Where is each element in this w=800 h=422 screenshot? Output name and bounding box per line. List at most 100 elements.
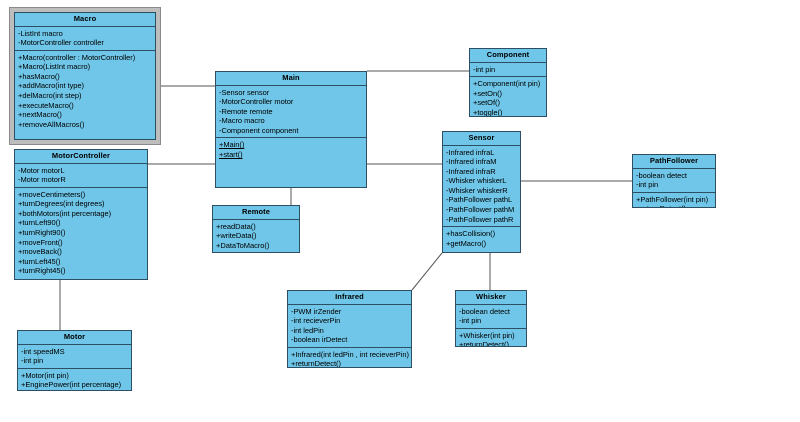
attribute-row[interactable]: -int pin: [473, 64, 496, 74]
attribute-row[interactable]: -int pin: [636, 180, 659, 190]
operation-row[interactable]: +writeData(): [216, 231, 257, 241]
attribute-row[interactable]: -Motor motorR: [18, 175, 66, 185]
operation-row[interactable]: +nextMacro(): [18, 110, 62, 120]
class-box-macro[interactable]: Macro-ListInt macro-MotorController cont…: [14, 12, 156, 140]
attribute-row[interactable]: -MotorController controller: [18, 38, 104, 48]
operation-row[interactable]: +removeAllMacros(): [18, 119, 85, 129]
class-box-component[interactable]: Component-int pin+Component(int pin)+set…: [469, 48, 547, 117]
operations-compartment-main: +Main()+start(): [216, 138, 366, 187]
attributes-compartment-motorcontroller: -Motor motorL-Motor motorR: [15, 164, 147, 188]
operation-row[interactable]: +bothMotors(int percentage): [18, 208, 112, 218]
attributes-compartment-motor: -int speedMS-int pin: [18, 345, 131, 369]
attribute-row[interactable]: -boolean detect: [459, 306, 510, 316]
operation-row[interactable]: +Motor(int pin): [21, 370, 69, 380]
class-box-whisker[interactable]: Whisker-boolean detect-int pin+Whisker(i…: [455, 290, 527, 347]
attribute-row[interactable]: -ListInt macro: [18, 28, 63, 38]
operation-row[interactable]: +Main(): [219, 140, 245, 150]
operation-row[interactable]: +getMacro(): [446, 238, 487, 248]
class-name-macro: Macro: [15, 13, 155, 27]
operations-compartment-component: +Component(int pin)+setOn()+setOf()+togg…: [470, 77, 546, 117]
operation-row[interactable]: +executeMacro(): [18, 100, 74, 110]
operation-row[interactable]: +Macro(ListInt macro): [18, 62, 91, 72]
operation-row[interactable]: +hasMacro(): [18, 71, 60, 81]
class-box-motor[interactable]: Motor-int speedMS-int pin+Motor(int pin)…: [17, 330, 132, 391]
attribute-row[interactable]: -int recieverPin: [291, 316, 341, 326]
operation-row[interactable]: +EnginePower(int percentage): [21, 380, 122, 390]
operation-row[interactable]: +toggle(): [473, 107, 503, 117]
operation-row[interactable]: +setOf(): [473, 98, 500, 108]
attribute-row[interactable]: -Macro macro: [219, 116, 265, 126]
attribute-row[interactable]: -MotorController motor: [219, 97, 294, 107]
attribute-row[interactable]: -Infrared infraR: [446, 166, 496, 176]
operation-row[interactable]: +turnLeft90(): [18, 218, 61, 228]
attribute-row[interactable]: -PWM irZender: [291, 306, 342, 316]
operation-row[interactable]: +moveFront(): [18, 237, 63, 247]
operation-row[interactable]: +PathFollower(int pin): [636, 194, 709, 204]
class-name-pathfollower: PathFollower: [633, 155, 715, 169]
class-box-sensor[interactable]: Sensor-Infrared infraL-Infrared infraM-I…: [442, 131, 521, 253]
operation-row[interactable]: +setOn(): [473, 88, 502, 98]
attribute-row[interactable]: -Motor motorL: [18, 165, 65, 175]
attribute-row[interactable]: -PathFollower pathR: [446, 214, 514, 224]
attributes-compartment-infrared: -PWM irZender-int recieverPin-int ledPin…: [288, 305, 411, 348]
class-name-remote: Remote: [213, 206, 299, 220]
attribute-row[interactable]: -Whisker whiskerR: [446, 185, 508, 195]
attribute-row[interactable]: -int pin: [21, 356, 44, 366]
operation-row[interactable]: +returnDetect(): [635, 204, 714, 207]
attribute-row[interactable]: -int pin: [459, 316, 482, 326]
operation-row[interactable]: +turnLeft45(): [18, 256, 61, 266]
class-box-main[interactable]: Main-Sensor sensor-MotorController motor…: [215, 71, 367, 188]
attribute-row[interactable]: -boolean irDetect: [291, 335, 348, 345]
attribute-row[interactable]: -Remote remote: [219, 106, 273, 116]
operation-row[interactable]: +start(): [219, 150, 243, 160]
class-box-remote[interactable]: Remote+readData()+writeData()+DataToMacr…: [212, 205, 300, 253]
operations-compartment-remote: +readData()+writeData()+DataToMacro(): [213, 220, 299, 253]
operation-row[interactable]: +Component(int pin): [473, 79, 541, 89]
attribute-row[interactable]: -Component component: [219, 125, 299, 135]
operation-row[interactable]: +turnRight45(): [18, 266, 66, 276]
operations-compartment-infrared: +Infrared(int ledPin , int recieverPin)+…: [288, 348, 411, 368]
operations-compartment-whisker: +Whisker(int pin)+returnDetect(): [456, 329, 526, 347]
attribute-row[interactable]: -boolean detect: [636, 170, 687, 180]
operation-row[interactable]: +turnDegrees(int degrees): [18, 199, 105, 209]
attributes-compartment-component: -int pin: [470, 63, 546, 78]
attribute-row[interactable]: -Infrared infraM: [446, 157, 497, 167]
operation-row[interactable]: +returnDetect(): [459, 340, 509, 347]
attribute-row[interactable]: -Whisker whiskerL: [446, 176, 507, 186]
attribute-row[interactable]: -int speedMS: [21, 346, 65, 356]
class-name-component: Component: [470, 49, 546, 63]
operation-row[interactable]: +DataToMacro(): [216, 240, 270, 250]
operation-row[interactable]: +Macro(controller : MotorController): [18, 52, 136, 62]
operations-compartment-motorcontroller: +moveCentimeters()+turnDegrees(int degre…: [15, 188, 147, 279]
operation-row[interactable]: +returnDetect(): [291, 359, 341, 368]
operation-row[interactable]: +moveCentimeters(): [18, 189, 86, 199]
attributes-compartment-pathfollower: -boolean detect-int pin: [633, 169, 715, 193]
connector-sensor-to-infrared[interactable]: [411, 252, 443, 291]
attributes-compartment-sensor: -Infrared infraL-Infrared infraM-Infrare…: [443, 146, 520, 228]
operation-row[interactable]: +Whisker(int pin): [459, 330, 515, 340]
operations-compartment-macro: +Macro(controller : MotorController)+Mac…: [15, 51, 155, 139]
attribute-row[interactable]: -PathFollower pathM: [446, 205, 515, 215]
operation-row[interactable]: +readData(): [216, 221, 256, 231]
attribute-row[interactable]: -Infrared infraL: [446, 147, 495, 157]
class-name-motorcontroller: MotorController: [15, 150, 147, 164]
operations-compartment-pathfollower: +PathFollower(int pin)+returnDetect(): [633, 193, 715, 207]
class-box-pathfollower[interactable]: PathFollower-boolean detect-int pin+Path…: [632, 154, 716, 208]
operation-row[interactable]: +hasCollision(): [446, 229, 496, 239]
attribute-row[interactable]: -PathFollower pathL: [446, 195, 513, 205]
operation-row[interactable]: +delMacro(int step): [18, 91, 82, 101]
class-name-sensor: Sensor: [443, 132, 520, 146]
operation-row[interactable]: +moveBack(): [18, 247, 62, 257]
attribute-row[interactable]: -int ledPin: [291, 325, 324, 335]
operation-row[interactable]: +addMacro(int type): [18, 81, 84, 91]
class-name-motor: Motor: [18, 331, 131, 345]
class-box-infrared[interactable]: Infrared-PWM irZender-int recieverPin-in…: [287, 290, 412, 368]
operations-compartment-motor: +Motor(int pin)+EnginePower(int percenta…: [18, 369, 131, 390]
operation-row[interactable]: +turnRight90(): [18, 228, 66, 238]
class-box-motorcontroller[interactable]: MotorController-Motor motorL-Motor motor…: [14, 149, 148, 280]
attributes-compartment-whisker: -boolean detect-int pin: [456, 305, 526, 329]
attribute-row[interactable]: -Sensor sensor: [219, 87, 270, 97]
operation-row[interactable]: +Infrared(int ledPin , int recieverPin): [291, 349, 409, 359]
attributes-compartment-macro: -ListInt macro-MotorController controlle…: [15, 27, 155, 51]
